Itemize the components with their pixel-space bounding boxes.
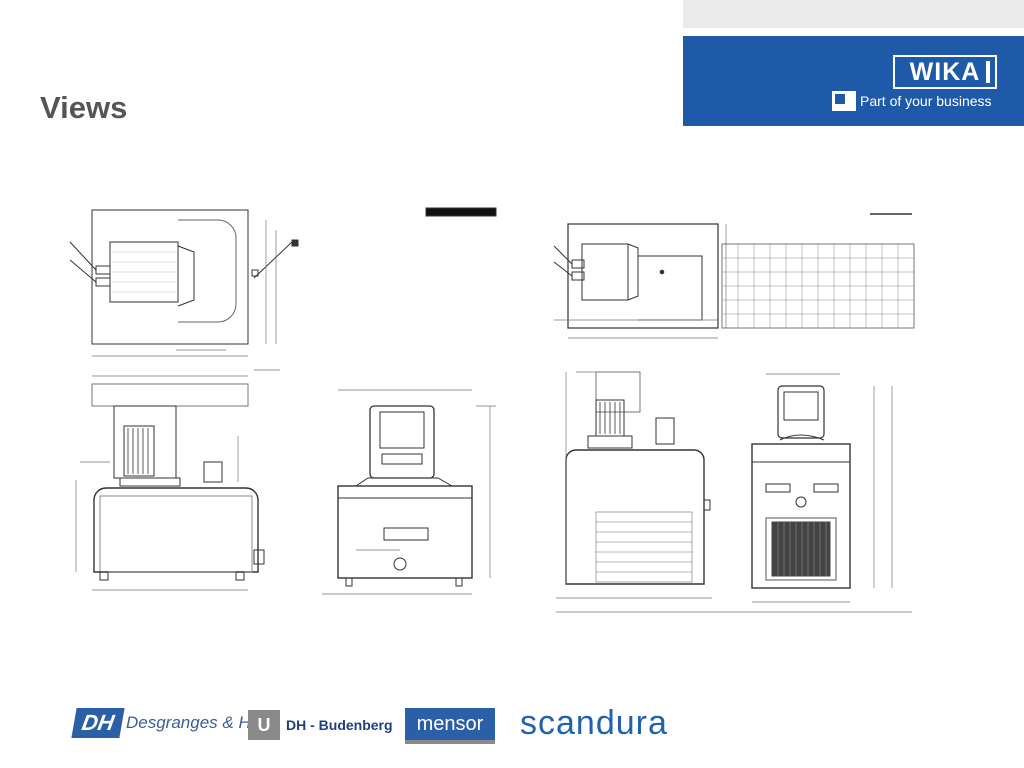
dhb-label: DH - Budenberg xyxy=(286,717,393,733)
dh-budenberg-logo: U DH - Budenberg xyxy=(248,710,393,740)
scandura-logo: scandura xyxy=(520,704,668,743)
right-drawing xyxy=(553,213,915,613)
left-drawing xyxy=(69,207,497,595)
dhb-mark: U xyxy=(248,710,280,740)
dh-mark: DH xyxy=(71,708,125,738)
wika-logo: WIKA xyxy=(893,55,997,89)
slide-title: Views xyxy=(40,90,128,125)
brand-panel: WIKA Part of your business xyxy=(683,36,1024,126)
brand-name: WIKA xyxy=(909,57,981,86)
brand-tagline: Part of your business xyxy=(860,93,992,109)
tagline-square-icon xyxy=(832,91,856,111)
scandura-mark: scandura xyxy=(520,704,668,742)
header-strip xyxy=(683,0,1024,28)
brand-tagline-row: Part of your business xyxy=(832,91,992,111)
mensor-mark: mensor xyxy=(405,708,495,744)
mensor-logo: mensor xyxy=(405,708,495,744)
footer-logos: DH Desgranges & Huot U DH - Budenberg me… xyxy=(0,700,1024,760)
dh-logo: DH Desgranges & Huot xyxy=(71,708,275,738)
top-view-outline xyxy=(91,209,249,345)
dh-label: Desgranges & Huot xyxy=(126,713,275,732)
